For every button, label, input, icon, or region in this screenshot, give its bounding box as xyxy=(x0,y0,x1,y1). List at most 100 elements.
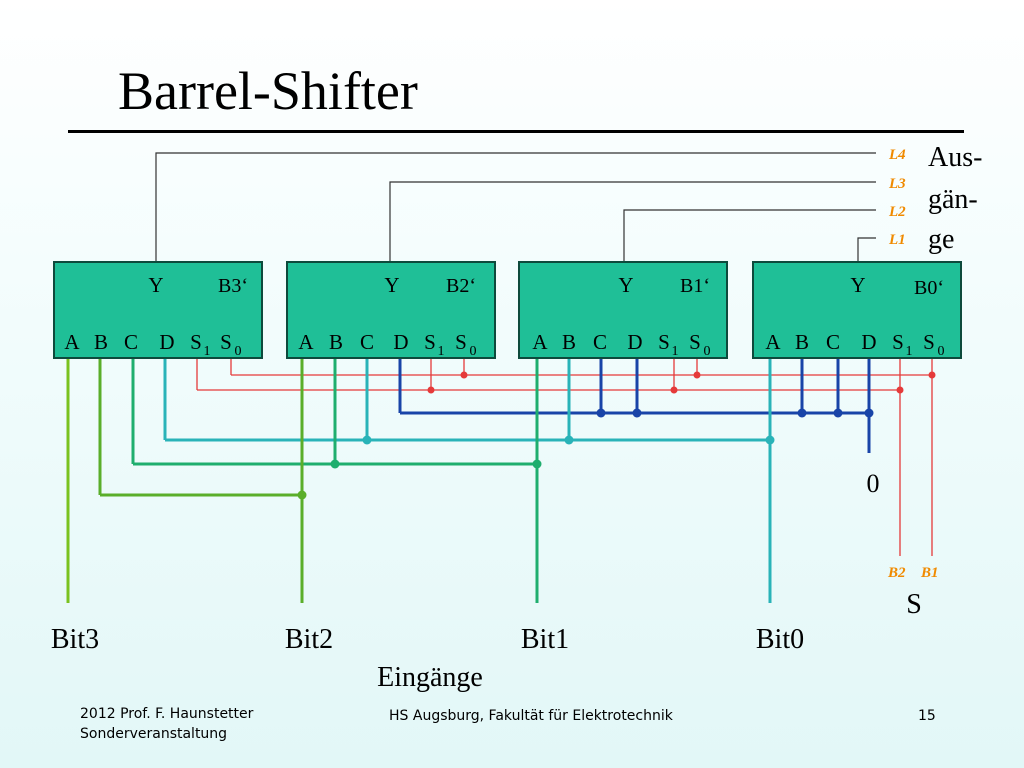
junction-dot xyxy=(632,408,642,418)
select-title: S xyxy=(906,589,922,620)
outputs-title-line-3: ge xyxy=(928,224,954,255)
pin-a: A xyxy=(64,330,80,354)
junction-dot xyxy=(362,435,372,445)
block-b0-name: B0‘ xyxy=(914,277,944,299)
block-b3: Y B3‘ A B C D S 1 S 0 xyxy=(53,261,263,359)
pin-d: D xyxy=(627,330,642,354)
pin-subscript-0: 0 xyxy=(235,344,242,359)
select-junctions xyxy=(427,371,936,394)
input-label-bit0: Bit0 xyxy=(756,624,804,655)
block-b2-output-label: Y xyxy=(384,273,399,297)
footer-institution: HS Augsburg, Fakultät für Elektrotechnik xyxy=(389,708,673,724)
output-line-labels: L4 L3 L2 L1 xyxy=(888,147,906,248)
bit1-junctions xyxy=(330,459,542,469)
pin-c: C xyxy=(826,330,840,354)
pin-a: A xyxy=(765,330,781,354)
bit0-junctions xyxy=(362,435,775,445)
junction-dot xyxy=(797,408,807,418)
pin-d: D xyxy=(393,330,408,354)
pin-a: A xyxy=(298,330,314,354)
output-wires xyxy=(155,152,876,262)
block-b0-output-label: Y xyxy=(850,273,865,297)
outputs-title-line-1: Aus- xyxy=(928,142,982,173)
output-wire-l2 xyxy=(623,209,876,262)
pin-c: C xyxy=(124,330,138,354)
select-wires xyxy=(196,358,933,556)
junction-dot xyxy=(833,408,843,418)
block-b0: Y B0‘ A B C D S 1 S 0 xyxy=(752,261,962,359)
outputs-title: Aus- gän- ge xyxy=(928,142,982,255)
line-label-l1: L1 xyxy=(888,232,906,248)
title-underline xyxy=(68,130,964,133)
select-labels: B2 B1 xyxy=(887,565,939,581)
block-b2-name: B2‘ xyxy=(446,275,476,297)
pin-b: B xyxy=(94,330,108,354)
pin-subscript-1: 1 xyxy=(906,344,913,359)
line-label-l3: L3 xyxy=(888,176,906,192)
block-b3-pins: A B C D S 1 S 0 xyxy=(64,330,241,359)
pin-d: D xyxy=(159,330,174,354)
block-b2-box xyxy=(286,261,496,359)
pin-subscript-1: 1 xyxy=(438,344,445,359)
pin-s: S xyxy=(658,330,670,354)
pin-subscript-0: 0 xyxy=(704,344,711,359)
junction-dot xyxy=(330,459,340,469)
pin-s: S xyxy=(923,330,935,354)
junction-dot xyxy=(928,371,936,379)
junction-dot xyxy=(896,386,904,394)
junction-dot xyxy=(427,386,435,394)
pin-b: B xyxy=(795,330,809,354)
junction-dot xyxy=(765,435,775,445)
block-b3-box xyxy=(53,261,263,359)
zero-junctions xyxy=(596,408,874,418)
block-b0-box xyxy=(752,261,962,359)
block-b2-pins: A B C D S 1 S 0 xyxy=(298,330,476,359)
line-label-l2: L2 xyxy=(888,204,906,220)
select-label-b1: B1 xyxy=(920,565,939,581)
pin-c: C xyxy=(360,330,374,354)
bit2-junctions xyxy=(297,490,307,500)
junction-dot xyxy=(864,408,874,418)
junction-dot xyxy=(596,408,606,418)
junction-dot xyxy=(297,490,307,500)
footer-author: 2012 Prof. F. Haunstetter xyxy=(80,706,254,722)
pin-s: S xyxy=(892,330,904,354)
output-wire-l4 xyxy=(155,152,876,262)
pin-subscript-0: 0 xyxy=(938,344,945,359)
bit2-wires xyxy=(98,358,304,603)
inputs-title: Eingänge xyxy=(377,662,483,693)
pin-a: A xyxy=(532,330,548,354)
block-b3-name: B3‘ xyxy=(218,275,248,297)
pin-s: S xyxy=(689,330,701,354)
pin-subscript-1: 1 xyxy=(204,344,211,359)
junction-dot xyxy=(532,459,542,469)
pin-b: B xyxy=(329,330,343,354)
select-label-b2: B2 xyxy=(887,565,906,581)
pin-b: B xyxy=(562,330,576,354)
junction-dot xyxy=(460,371,468,379)
pin-subscript-1: 1 xyxy=(672,344,679,359)
input-label-bit3: Bit3 xyxy=(51,624,99,655)
pin-c: C xyxy=(593,330,607,354)
bit0-wires xyxy=(163,358,772,603)
junction-dot xyxy=(564,435,574,445)
output-wire-l1 xyxy=(857,237,876,262)
block-b1-box xyxy=(518,261,728,359)
pin-s: S xyxy=(220,330,232,354)
input-label-bit2: Bit2 xyxy=(285,624,333,655)
block-b1: Y B1‘ A B C D S 1 S 0 xyxy=(518,261,728,359)
block-b0-pins: A B C D S 1 S 0 xyxy=(765,330,944,359)
block-b3-output-label: Y xyxy=(148,273,163,297)
footer-page-number: 15 xyxy=(918,708,936,724)
constant-zero-label: 0 xyxy=(867,469,880,498)
pin-s: S xyxy=(424,330,436,354)
block-b1-pins: A B C D S 1 S 0 xyxy=(532,330,710,359)
pin-s: S xyxy=(455,330,467,354)
input-label-bit1: Bit1 xyxy=(521,624,569,655)
pin-d: D xyxy=(861,330,876,354)
bit1-wires xyxy=(131,358,539,603)
input-labels: Bit3 Bit2 Bit1 Bit0 xyxy=(51,624,804,655)
block-b1-output-label: Y xyxy=(618,273,633,297)
outputs-title-line-2: gän- xyxy=(928,184,978,215)
